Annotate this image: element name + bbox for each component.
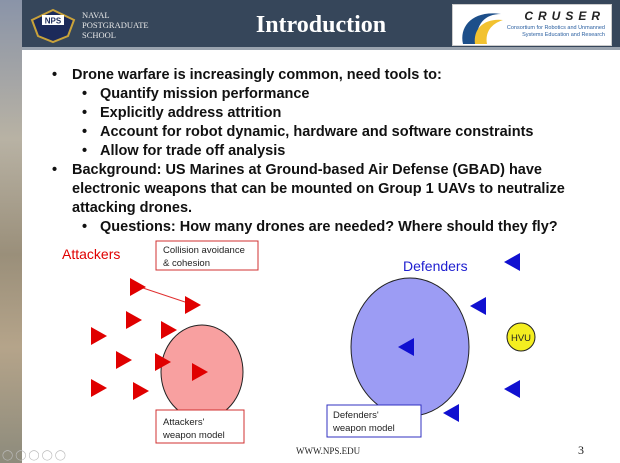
footer-url: WWW.NPS.EDU [296,446,361,456]
bullet-list: Drone warfare is increasingly common, ne… [52,66,612,237]
nps-line: POSTGRADUATE [82,20,149,30]
attacker-drone-icon [91,379,107,397]
attacker-drone-icon [126,311,142,329]
slide-title: Introduction [255,12,387,38]
attacker-drone-icon [116,351,132,369]
attacker-drone-icon [161,321,177,339]
background-photo-strip [0,0,22,463]
attacker-drone-icon [185,296,201,314]
slide-header: NPS NAVAL POSTGRADUATE SCHOOL Introducti… [22,0,620,50]
bullet: Drone warfare is increasingly common, ne… [52,66,612,85]
attacker-drone-icon [155,353,171,371]
sub-bullet: Quantify mission performance [52,85,612,104]
defender-drone-icon [504,380,520,398]
collision-text: & cohesion [163,258,210,269]
defender-drone-icon [470,297,486,315]
attackers-weapon-text: Attackers' [163,417,205,428]
sub-bullet: Questions: How many drones are needed? W… [52,218,612,237]
defenders-weapon-text: Defenders' [333,410,379,421]
cruser-name: CRUSER [524,9,605,23]
sub-bullet: Explicitly address attrition [52,104,612,123]
defender-drone-icon [398,338,414,356]
defenders-weapon-box [326,404,422,438]
hvu-label: HVU [511,333,531,344]
nps-line: SCHOOL [82,30,117,40]
slide-controls[interactable]: ◯◯◯◯◯ [2,450,68,461]
nps-logo: NPS [30,8,76,44]
nps-line: NAVAL [82,10,110,20]
sub-bullet: Account for robot dynamic, hardware and … [52,123,612,142]
attacker-drone-icon [192,363,208,381]
sub-bullet: Allow for trade off analysis [52,142,612,161]
nps-wordmark: NAVAL POSTGRADUATE SCHOOL [82,10,149,40]
attackers-weapon-text: weapon model [162,430,225,441]
cruser-logo: CRUSER Consortium for Robotics and Unman… [452,4,612,46]
attacker-drone-icon [130,278,146,296]
attacker-drone-icon [133,382,149,400]
defenders-label: Defenders [403,258,468,274]
collision-box [155,240,259,271]
hvu-marker [506,322,536,352]
wave-icon [462,13,503,44]
collision-text: Collision avoidance [163,245,245,256]
defender-drone-icon [504,253,520,271]
page-number: 3 [578,443,584,457]
defender-drone-icon [443,404,459,422]
svg-text:NPS: NPS [45,17,62,26]
cruser-subtitle: Consortium for Robotics and Unmanned Sys… [506,25,605,38]
cohesion-line [139,286,189,304]
bullet: Background: US Marines at Ground-based A… [52,161,612,218]
attackers-label: Attackers [62,246,120,262]
defenders-weapon-text: weapon model [332,423,395,434]
attacker-drone-icon [91,327,107,345]
attackers-weapon-box [155,409,245,444]
